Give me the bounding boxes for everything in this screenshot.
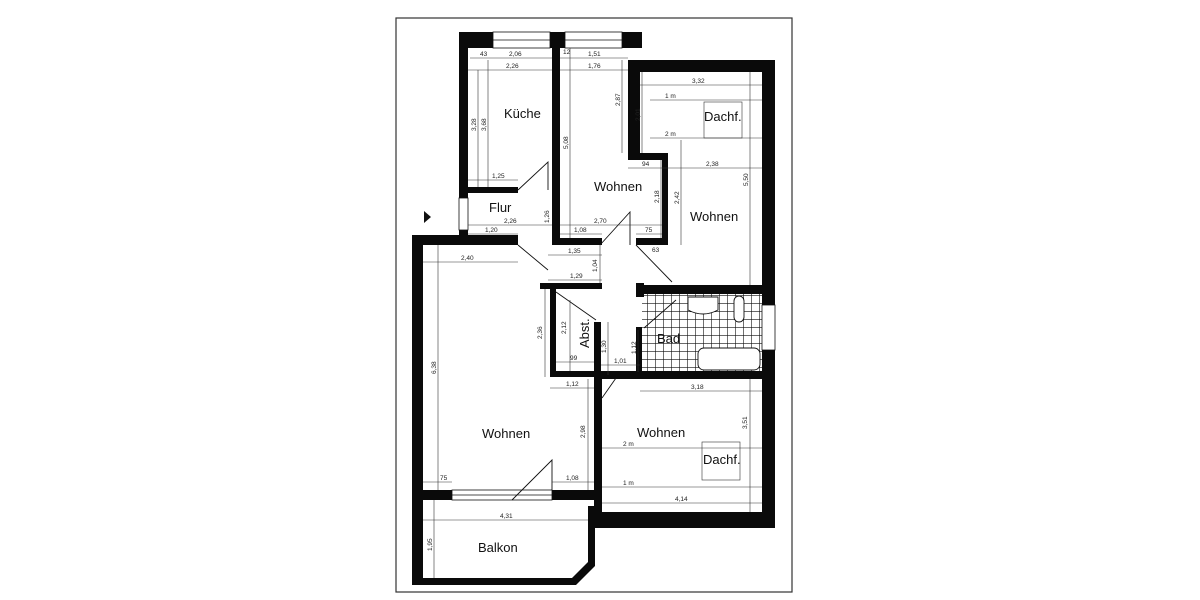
dim-label: 2,26 <box>506 63 519 70</box>
entrance-triangle-icon <box>424 211 431 223</box>
dim-label: 4,14 <box>675 496 688 503</box>
dim-label: 1,12 <box>631 341 638 354</box>
dim-label: 2,38 <box>706 161 719 168</box>
dim-label: 1,76 <box>588 63 601 70</box>
room-label-wohnen-4: Wohnen <box>637 425 685 440</box>
room-label-wohnen-3: Wohnen <box>482 426 530 441</box>
dimension-lines <box>423 48 762 578</box>
dim-label: 3,18 <box>691 384 704 391</box>
dim-label: 2,06 <box>509 51 522 58</box>
dim-label: 1,08 <box>566 475 579 482</box>
room-label-bad: Bad <box>657 331 680 346</box>
dim-label: 1,29 <box>570 273 583 280</box>
room-label-dachf-2: Dachf. <box>703 452 741 467</box>
dim-label: 2,12 <box>561 321 568 334</box>
room-label-flur: Flur <box>489 200 512 215</box>
dim-label: 2,18 <box>654 190 661 203</box>
dim-label: 2 m <box>623 441 634 448</box>
dim-label: 4,31 <box>500 513 513 520</box>
dim-label: 43 <box>480 51 488 58</box>
dim-label: 6,38 <box>431 361 438 374</box>
washbasin-icon <box>687 296 719 315</box>
dim-label: 2,87 <box>615 93 622 106</box>
dim-label: 3,68 <box>481 118 488 131</box>
dim-label: 2,36 <box>537 326 544 339</box>
dim-label: 1,20 <box>485 227 498 234</box>
dimension-labels: 43 2,06 12 1,51 2,26 1,76 3,32 1 m 2 m 3… <box>427 49 750 551</box>
dim-label: 94 <box>642 161 650 168</box>
dim-label: 3,32 <box>692 78 705 85</box>
dim-label: 1,35 <box>568 248 581 255</box>
room-label-wohnen-2: Wohnen <box>690 209 738 224</box>
dim-label: 75 <box>440 475 448 482</box>
door-swings <box>511 160 677 501</box>
room-label-wohnen-1: Wohnen <box>594 179 642 194</box>
dim-label: 2,70 <box>594 218 607 225</box>
room-label-balkon: Balkon <box>478 540 518 555</box>
dim-label: 3,51 <box>742 416 749 429</box>
dim-label: 1,25 <box>492 173 505 180</box>
toilet-icon <box>733 295 745 323</box>
windows <box>451 31 776 501</box>
dim-label: 75 <box>645 227 653 234</box>
roof-slope-lines <box>602 99 762 488</box>
dim-label: 5,08 <box>563 136 570 149</box>
dim-label: 99 <box>570 355 578 362</box>
room-label-kueche: Küche <box>504 106 541 121</box>
dim-label: 1 m <box>665 93 676 100</box>
dim-label: 63 <box>652 247 660 254</box>
dim-label: 2,26 <box>504 218 517 225</box>
dim-label: 1,30 <box>601 340 608 353</box>
dim-label: 1,95 <box>427 538 434 551</box>
room-label-dachf-1: Dachf. <box>704 109 742 124</box>
bathtub-icon <box>697 347 761 371</box>
dim-label: 1 m <box>623 480 634 487</box>
dim-label: 2,42 <box>674 191 681 204</box>
bathroom-fixtures <box>687 295 761 371</box>
dim-label: 1,26 <box>544 210 551 223</box>
dim-label: 1,08 <box>574 227 587 234</box>
room-labels: Küche Wohnen Dachf. Wohnen Flur Abst. Ba… <box>478 106 742 555</box>
dim-label: 2,01 <box>635 108 642 121</box>
dim-label: 2,98 <box>580 425 587 438</box>
room-label-abst: Abst. <box>577 318 592 348</box>
dim-label: 2 m <box>665 131 676 138</box>
dim-label: 3,28 <box>471 118 478 131</box>
dim-label: 2,40 <box>461 255 474 262</box>
dim-label: 1,12 <box>566 381 579 388</box>
dim-label: 12 <box>563 49 571 56</box>
dim-label: 5,50 <box>743 173 750 186</box>
dim-label: 1,51 <box>588 51 601 58</box>
drawing-frame <box>395 17 793 593</box>
dim-label: 1,01 <box>614 358 627 365</box>
walls <box>412 32 775 585</box>
dim-label: 1,04 <box>592 259 599 272</box>
